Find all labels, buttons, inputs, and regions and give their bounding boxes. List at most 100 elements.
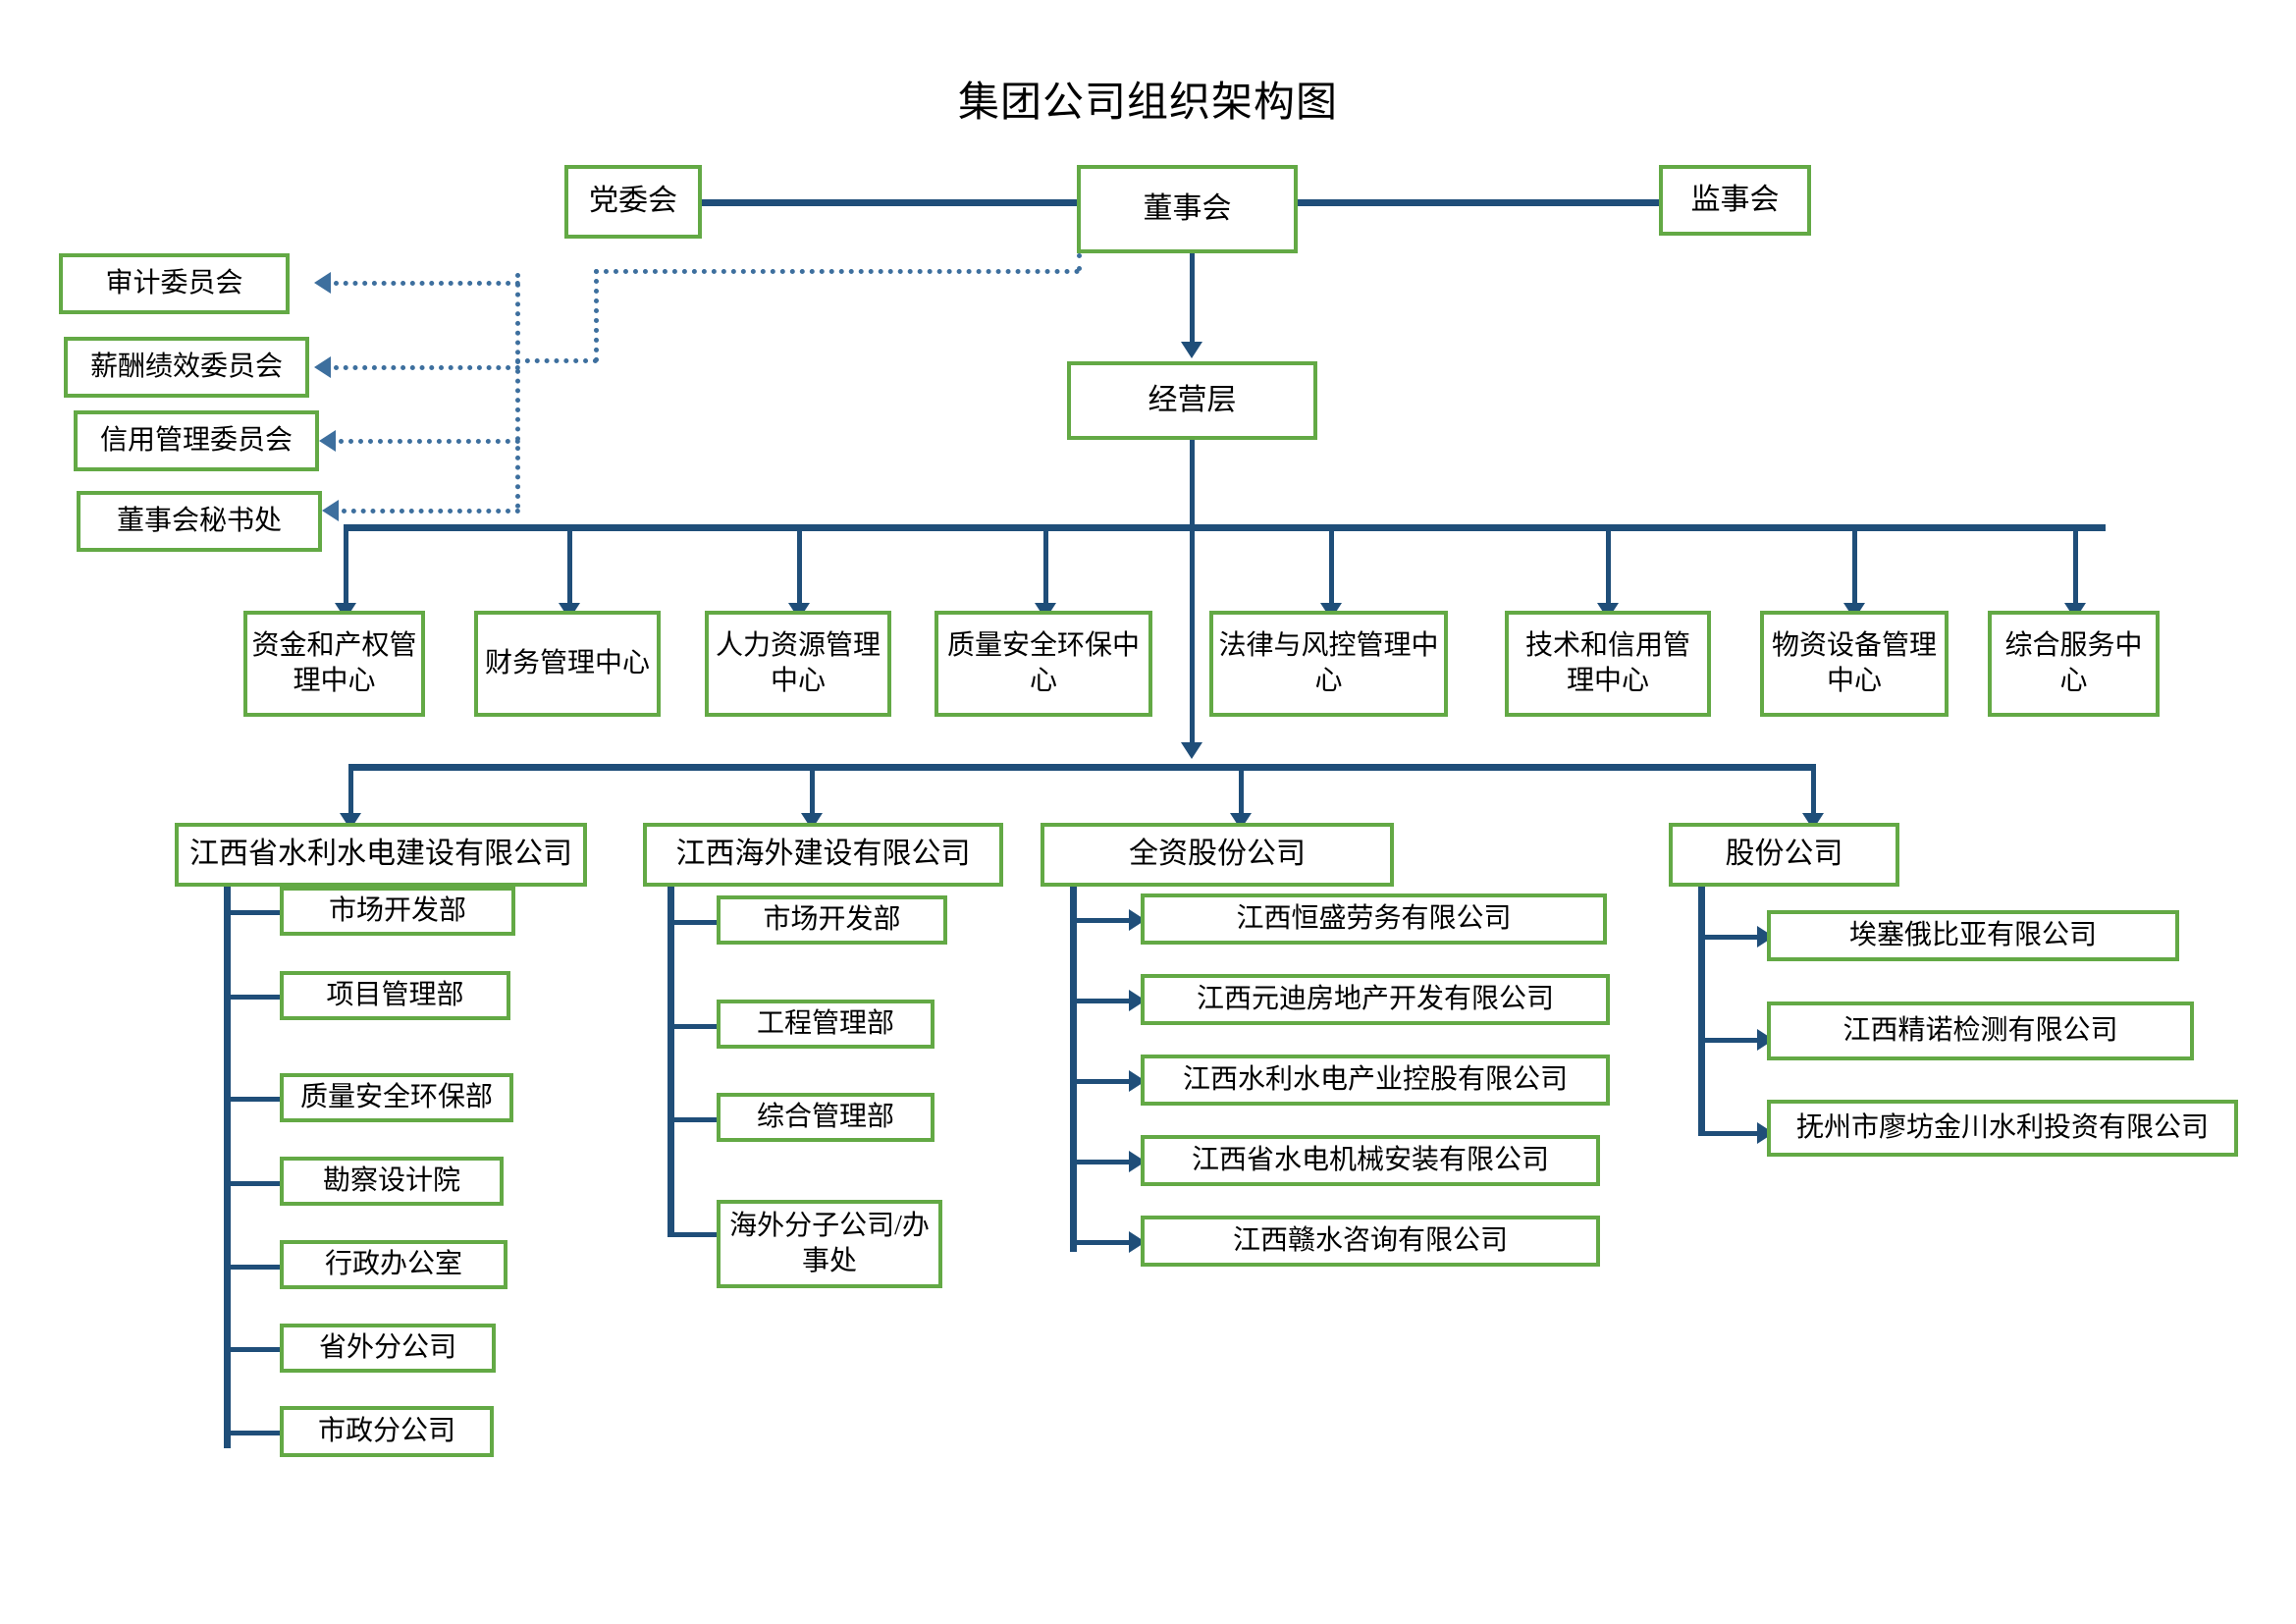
node-subsidiary-1[interactable]: 江西海外建设有限公司 [643, 823, 1003, 887]
node-col2-child-2[interactable]: 江西水利水电产业控股有限公司 [1141, 1055, 1610, 1106]
node-center-1[interactable]: 财务管理中心 [474, 611, 661, 717]
connector-col2-branch-2 [1070, 1079, 1131, 1084]
connector-col0-branch-6 [224, 1431, 285, 1435]
node-subsidiary-0[interactable]: 江西省水利水电建设有限公司 [175, 823, 587, 887]
node-col2-child-4[interactable]: 江西赣水咨询有限公司 [1141, 1216, 1600, 1267]
node-col0-child-3[interactable]: 勘察设计院 [280, 1157, 504, 1206]
node-label: 财务管理中心 [484, 648, 650, 679]
connector-center-drop-4 [1329, 524, 1334, 605]
node-col0-child-4[interactable]: 行政办公室 [280, 1240, 507, 1289]
node-subsidiary-3[interactable]: 股份公司 [1669, 823, 1899, 887]
node-label: 行政办公室 [324, 1249, 462, 1280]
node-label: 董事会秘书处 [116, 506, 282, 537]
connector-dotted-to-inner-bus [515, 358, 598, 363]
connector-center-drop-3 [1043, 524, 1048, 605]
connector-dotted-committee-1 [334, 365, 520, 370]
connector-center-drop-6 [1852, 524, 1857, 605]
connector-col1-branch-0 [667, 920, 721, 925]
connector-sub-drop-0 [348, 764, 353, 821]
node-label: 勘察设计院 [322, 1165, 460, 1197]
connector-col0-branch-1 [224, 995, 285, 1000]
node-label: 质量安全环保中心 [946, 630, 1140, 696]
node-col1-child-1[interactable]: 工程管理部 [717, 1000, 934, 1049]
node-label: 质量安全环保部 [299, 1082, 493, 1113]
connector-center-drop-2 [797, 524, 802, 605]
node-col0-child-5[interactable]: 省外分公司 [280, 1324, 496, 1373]
connector-dotted-committee-2 [339, 439, 520, 444]
connector-col2-branch-4 [1070, 1240, 1131, 1245]
connector-col0-trunk [224, 887, 231, 1448]
node-label: 海外分子公司/办事处 [729, 1211, 930, 1276]
connector-center-drop-7 [2073, 524, 2078, 605]
node-col2-child-1[interactable]: 江西元迪房地产开发有限公司 [1141, 974, 1610, 1025]
node-label: 江西赣水咨询有限公司 [1232, 1225, 1508, 1257]
connector-col0-branch-0 [224, 910, 285, 915]
node-center-6[interactable]: 物资设备管理中心 [1760, 611, 1949, 717]
node-col0-child-2[interactable]: 质量安全环保部 [280, 1073, 513, 1122]
node-col3-child-0[interactable]: 埃塞俄比亚有限公司 [1767, 910, 2179, 961]
connector-board-to-supervisory [1298, 199, 1659, 206]
node-committee-0[interactable]: 审计委员会 [59, 253, 290, 314]
node-label: 薪酬绩效委员会 [89, 352, 283, 383]
connector-center-drop-1 [567, 524, 572, 605]
node-committee-3[interactable]: 董事会秘书处 [77, 491, 322, 552]
connector-col1-branch-1 [667, 1024, 721, 1029]
node-col3-child-1[interactable]: 江西精诺检测有限公司 [1767, 1001, 2194, 1060]
node-center-4[interactable]: 法律与风控管理中心 [1209, 611, 1448, 717]
node-label: 江西省水利水电建设有限公司 [189, 838, 572, 871]
node-center-3[interactable]: 质量安全环保中心 [934, 611, 1152, 717]
node-supervisory-board[interactable]: 监事会 [1659, 165, 1811, 236]
connector-col0-branch-2 [224, 1097, 285, 1102]
connector-sub-drop-1 [810, 764, 815, 821]
node-board-of-directors[interactable]: 董事会 [1077, 165, 1298, 253]
node-label: 人力资源管理中心 [715, 630, 881, 696]
connector-col2-branch-3 [1070, 1160, 1131, 1164]
node-subsidiary-2[interactable]: 全资股份公司 [1041, 823, 1394, 887]
page-title: 集团公司组织架构图 [957, 81, 1338, 126]
node-label: 市政分公司 [317, 1416, 455, 1447]
node-center-7[interactable]: 综合服务中心 [1988, 611, 2160, 717]
connector-dotted-committee-0 [334, 281, 520, 286]
connector-center-drop-5 [1606, 524, 1611, 605]
node-label: 江西元迪房地产开发有限公司 [1196, 984, 1554, 1015]
node-label: 江西省水电机械安装有限公司 [1191, 1145, 1549, 1176]
node-col3-child-2[interactable]: 抚州市廖坊金川水利投资有限公司 [1767, 1100, 2238, 1157]
node-committee-1[interactable]: 薪酬绩效委员会 [64, 337, 309, 398]
node-party-committee[interactable]: 党委会 [564, 165, 702, 239]
node-center-5[interactable]: 技术和信用管理中心 [1505, 611, 1711, 717]
node-col0-child-0[interactable]: 市场开发部 [280, 887, 515, 936]
node-col0-child-1[interactable]: 项目管理部 [280, 971, 510, 1020]
node-center-2[interactable]: 人力资源管理中心 [705, 611, 891, 717]
node-col2-child-3[interactable]: 江西省水电机械安装有限公司 [1141, 1135, 1600, 1186]
node-col0-child-6[interactable]: 市政分公司 [280, 1406, 494, 1457]
node-col2-child-0[interactable]: 江西恒盛劳务有限公司 [1141, 893, 1607, 945]
node-label: 综合服务中心 [2004, 630, 2143, 696]
arrow-to-committee-3 [322, 500, 339, 521]
connector-dotted-committee-3 [342, 509, 520, 514]
node-label: 市场开发部 [328, 895, 466, 927]
node-label: 审计委员会 [105, 268, 243, 299]
connector-subsidiary-bus [348, 764, 1816, 771]
node-label: 党委会 [589, 185, 677, 218]
node-col1-child-0[interactable]: 市场开发部 [717, 895, 947, 945]
connector-col1-branch-3 [667, 1232, 721, 1237]
node-col1-child-3[interactable]: 海外分子公司/办事处 [717, 1200, 942, 1288]
connector-col2-trunk [1070, 887, 1077, 1252]
node-label: 全资股份公司 [1129, 838, 1306, 871]
node-label: 技术和信用管理中心 [1524, 630, 1690, 696]
arrow-board-to-management [1181, 342, 1202, 358]
node-center-0[interactable]: 资金和产权管理中心 [243, 611, 425, 717]
connector-col3-branch-2 [1698, 1131, 1759, 1136]
node-label: 工程管理部 [756, 1008, 894, 1040]
connector-management-down [1190, 440, 1195, 524]
node-col1-child-2[interactable]: 综合管理部 [717, 1093, 934, 1142]
connector-party-to-board [702, 199, 1077, 206]
connector-col3-branch-1 [1698, 1038, 1759, 1043]
node-label: 股份公司 [1725, 838, 1843, 871]
connector-sub-drop-3 [1811, 764, 1816, 821]
arrow-management-to-sub-bus [1181, 742, 1202, 759]
connector-management-down-2 [1190, 524, 1195, 750]
node-committee-2[interactable]: 信用管理委员会 [74, 410, 319, 471]
node-management-level[interactable]: 经营层 [1067, 361, 1317, 440]
